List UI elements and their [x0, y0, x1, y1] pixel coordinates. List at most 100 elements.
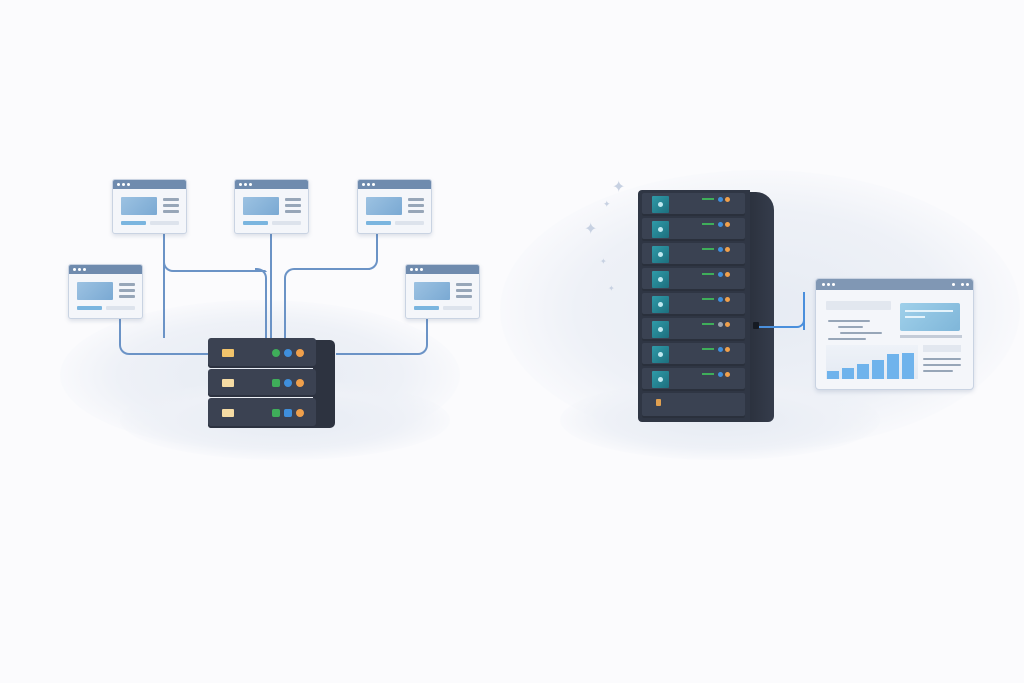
slot-display-icon [652, 296, 669, 313]
wire-top-left-h [163, 258, 267, 272]
slot-display-icon [652, 271, 669, 288]
activity-indicator [702, 348, 714, 350]
status-led-orange [296, 379, 304, 387]
rack-slot-2 [642, 218, 745, 241]
rack-slot-4 [642, 268, 745, 291]
chart-bar [857, 364, 869, 379]
sparkle-icon: ✦ [584, 221, 598, 238]
secondary-button-placeholder [272, 221, 301, 225]
server-unit-2 [208, 369, 316, 397]
status-led-blue [284, 349, 292, 357]
window-title-bar [69, 265, 142, 274]
rack-base-panel [642, 393, 745, 418]
slot-display-icon [652, 196, 669, 213]
analytics-dashboard-window [815, 278, 974, 390]
rack-slot-7 [642, 343, 745, 366]
chart-bar [902, 353, 914, 379]
text-line [456, 283, 472, 286]
server-stack-side [313, 340, 335, 428]
activity-indicator [702, 298, 714, 300]
rack-slot-5 [642, 293, 745, 316]
secondary-button-placeholder [150, 221, 179, 225]
sparkle-icon: ✦ [608, 284, 615, 293]
server-rack-front [638, 190, 750, 422]
chart-bar [872, 360, 884, 379]
client-window-top-right [357, 179, 432, 234]
chart-bar [827, 371, 839, 379]
chart-bar [887, 354, 899, 379]
activity-indicator [702, 273, 714, 275]
activity-indicator [702, 323, 714, 325]
text-line [838, 326, 863, 328]
primary-button-placeholder [77, 306, 102, 310]
wire-mid-left [119, 317, 211, 355]
text-line [923, 364, 961, 366]
divider [900, 335, 962, 338]
activity-indicator [702, 223, 714, 225]
status-led-blue [284, 409, 292, 417]
client-window-top-left [112, 179, 187, 234]
image-placeholder [77, 282, 113, 300]
activity-indicator [702, 198, 714, 200]
wire-top-left-v [255, 268, 267, 340]
image-placeholder [121, 197, 157, 215]
rack-slot-8 [642, 368, 745, 391]
slot-display-icon [652, 246, 669, 263]
status-led-blue [718, 197, 723, 202]
bar-chart [826, 345, 918, 379]
client-window-top-center [234, 179, 309, 234]
status-led-blue [718, 372, 723, 377]
server-unit-3 [208, 398, 316, 428]
drive-label-icon [222, 349, 234, 357]
header-bar-placeholder [826, 301, 891, 310]
wire-top-right-h [284, 268, 370, 340]
text-line [840, 332, 882, 334]
text-line [285, 204, 301, 207]
text-line [119, 295, 135, 298]
highlight-card [900, 303, 960, 331]
status-led-orange [725, 297, 730, 302]
rack-to-dashboard-cable [759, 304, 805, 328]
status-led-orange [725, 347, 730, 352]
text-line [923, 370, 953, 372]
status-led-orange [725, 247, 730, 252]
network-port [753, 322, 759, 329]
status-led-blue [284, 379, 292, 387]
text-line [905, 316, 925, 318]
status-led-orange [725, 322, 730, 327]
status-led-orange [725, 372, 730, 377]
text-line [119, 283, 135, 286]
primary-button-placeholder [121, 221, 146, 225]
status-led-orange [296, 409, 304, 417]
sparkle-icon: ✦ [612, 179, 626, 196]
status-led-orange [725, 272, 730, 277]
status-led-orange [725, 222, 730, 227]
power-icon [656, 399, 661, 406]
status-led-orange [725, 197, 730, 202]
drive-label-icon [222, 409, 234, 417]
secondary-button-placeholder [395, 221, 424, 225]
text-line [456, 289, 472, 292]
status-led-blue [718, 247, 723, 252]
window-title-bar [113, 180, 186, 189]
window-title-bar [235, 180, 308, 189]
text-line [163, 204, 179, 207]
wire-top-left [163, 232, 260, 338]
status-led-blue [718, 222, 723, 227]
status-led-blue [718, 347, 723, 352]
text-line [163, 198, 179, 201]
text-line [285, 210, 301, 213]
slot-display-icon [652, 221, 669, 238]
sidebar-card [923, 345, 961, 352]
activity-indicator [702, 373, 714, 375]
wire-mid-right [336, 317, 428, 355]
rack-slot-1 [642, 193, 745, 216]
text-line [408, 204, 424, 207]
wire-top-right-v [366, 232, 378, 270]
text-line [828, 320, 870, 322]
status-led-blue [718, 322, 723, 327]
image-placeholder [243, 197, 279, 215]
sparkle-icon: ✦ [603, 199, 611, 209]
status-led-blue [718, 297, 723, 302]
image-placeholder [366, 197, 402, 215]
